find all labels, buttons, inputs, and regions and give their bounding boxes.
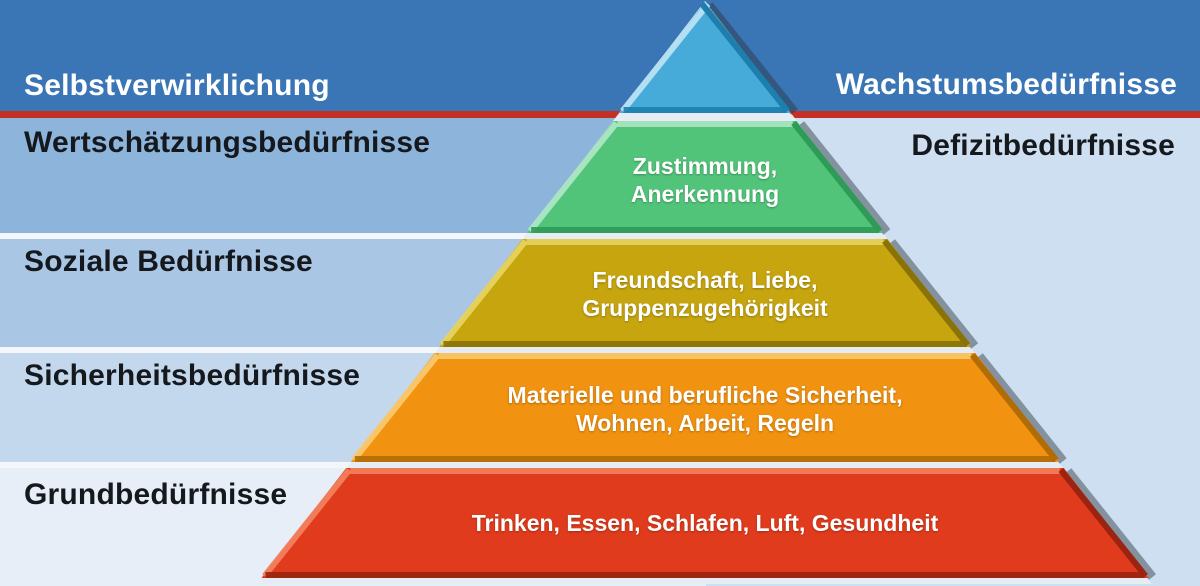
pyramid-level-label-zustimmung: Zustimmung, Anerkennung	[631, 152, 779, 208]
band-label-defizitbeduerfnisse: Defizitbedürfnisse	[911, 129, 1175, 162]
pyramid-level-3-right-bevel	[882, 239, 970, 347]
pyramid-level-2-shape	[527, 121, 883, 233]
band-label-soziale-beduerfnisse: Soziale Bedürfnisse	[24, 245, 313, 278]
pyramid-level-5-shape	[261, 468, 1149, 578]
pyramid-level-2-shadow	[797, 121, 891, 235]
pyramid-label-line: Wohnen, Arbeit, Regeln	[575, 410, 835, 436]
pyramid-level-3-left-bevel	[440, 239, 528, 347]
pyramid-label-line: Freundschaft, Liebe,	[592, 267, 818, 293]
pyramid-level-label-trinken: Trinken, Essen, Schlafen, Luft, Gesundhe…	[472, 509, 938, 537]
band-label-selbstverwirklichung: Selbstverwirklichung	[24, 69, 330, 102]
band-label-wachstumsbeduerfnisse: Wachstumsbedürfnisse	[835, 68, 1177, 101]
pyramid-label-line: Anerkennung	[630, 181, 780, 207]
pyramid-level-4-shadow	[975, 353, 1067, 464]
pyramid-level-label-materielle: Materielle und berufliche Sicherheit, Wo…	[508, 381, 903, 437]
pyramid-label-line: Gruppenzugehörigkeit	[582, 295, 828, 321]
pyramid-level-1-right-bevel	[699, 2, 790, 113]
pyramid-level-3-shadow	[887, 239, 979, 349]
band-label-sicherheitsbeduerfnisse: Sicherheitsbedürfnisse	[24, 359, 361, 392]
pyramid-level-1-left-bevel	[620, 2, 711, 113]
red-divider-line	[0, 111, 1200, 118]
band-label-wertschaetzungsbeduerfnisse: Wertschätzungsbedürfnisse	[24, 126, 431, 159]
pyramid-label-line: Zustimmung,	[632, 153, 778, 179]
pyramid-level-1-shape	[619, 2, 791, 113]
pyramid-level-2-left-bevel	[527, 121, 619, 233]
top-band-background	[0, 0, 1200, 111]
pyramid-level-5-shadow	[1064, 468, 1157, 580]
pyramid-level-1-shadow	[705, 2, 798, 115]
pyramid-label-line: Trinken, Essen, Schlafen, Luft, Gesundhe…	[471, 510, 939, 536]
pyramid-level-4-right-bevel	[969, 353, 1059, 462]
pyramid-level-2-right-bevel	[791, 121, 883, 233]
pyramid-level-4-shape	[350, 353, 1060, 462]
pyramid-level-label-freundschaft: Freundschaft, Liebe, Gruppenzugehörigkei…	[582, 266, 827, 322]
band-label-grundbeduerfnisse: Grundbedürfnisse	[24, 478, 288, 511]
pyramid-level-5-right-bevel	[1058, 468, 1148, 578]
pyramid-level-5-left-bevel	[262, 468, 352, 578]
pyramid-label-line: Materielle und berufliche Sicherheit,	[507, 382, 903, 408]
pyramid-level-4-left-bevel	[351, 353, 441, 462]
pyramid-level-3-shape	[439, 239, 971, 347]
pyramid-levels	[258, 1, 1157, 584]
